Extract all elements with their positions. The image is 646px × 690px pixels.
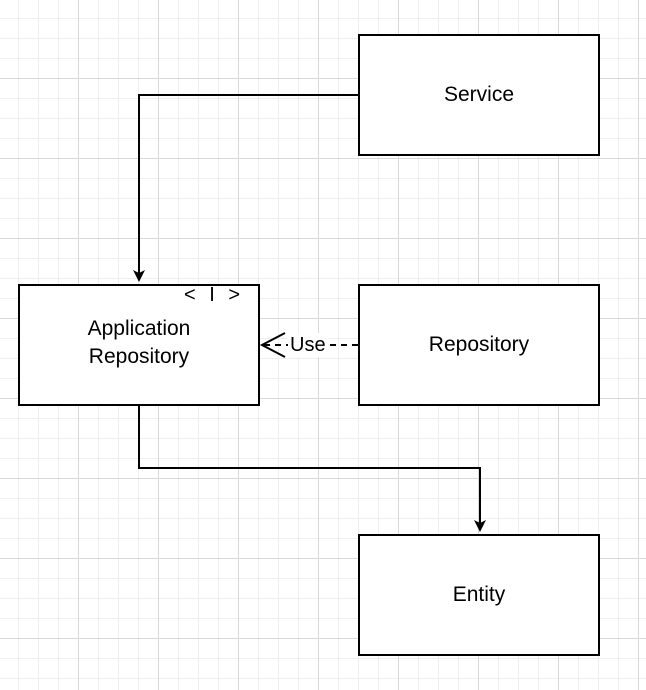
use-edge-label: Use bbox=[288, 333, 328, 357]
entity-label: Entity bbox=[452, 583, 506, 606]
application-repository-label: Application Repository bbox=[87, 317, 191, 368]
edge-application-repository-to-entity bbox=[138, 406, 486, 532]
entity-node[interactable]: Entity bbox=[358, 534, 600, 656]
repository-label: Repository bbox=[428, 333, 530, 356]
application-repository-node[interactable]: < I > Application Repository bbox=[18, 284, 260, 406]
repository-node[interactable]: Repository bbox=[358, 284, 600, 406]
open-arrowhead bbox=[259, 332, 286, 358]
service-label: Service bbox=[443, 83, 515, 106]
interface-stereotype: < I > bbox=[183, 284, 244, 306]
edge-service-to-application-repository bbox=[133, 94, 358, 282]
service-node[interactable]: Service bbox=[358, 34, 600, 156]
